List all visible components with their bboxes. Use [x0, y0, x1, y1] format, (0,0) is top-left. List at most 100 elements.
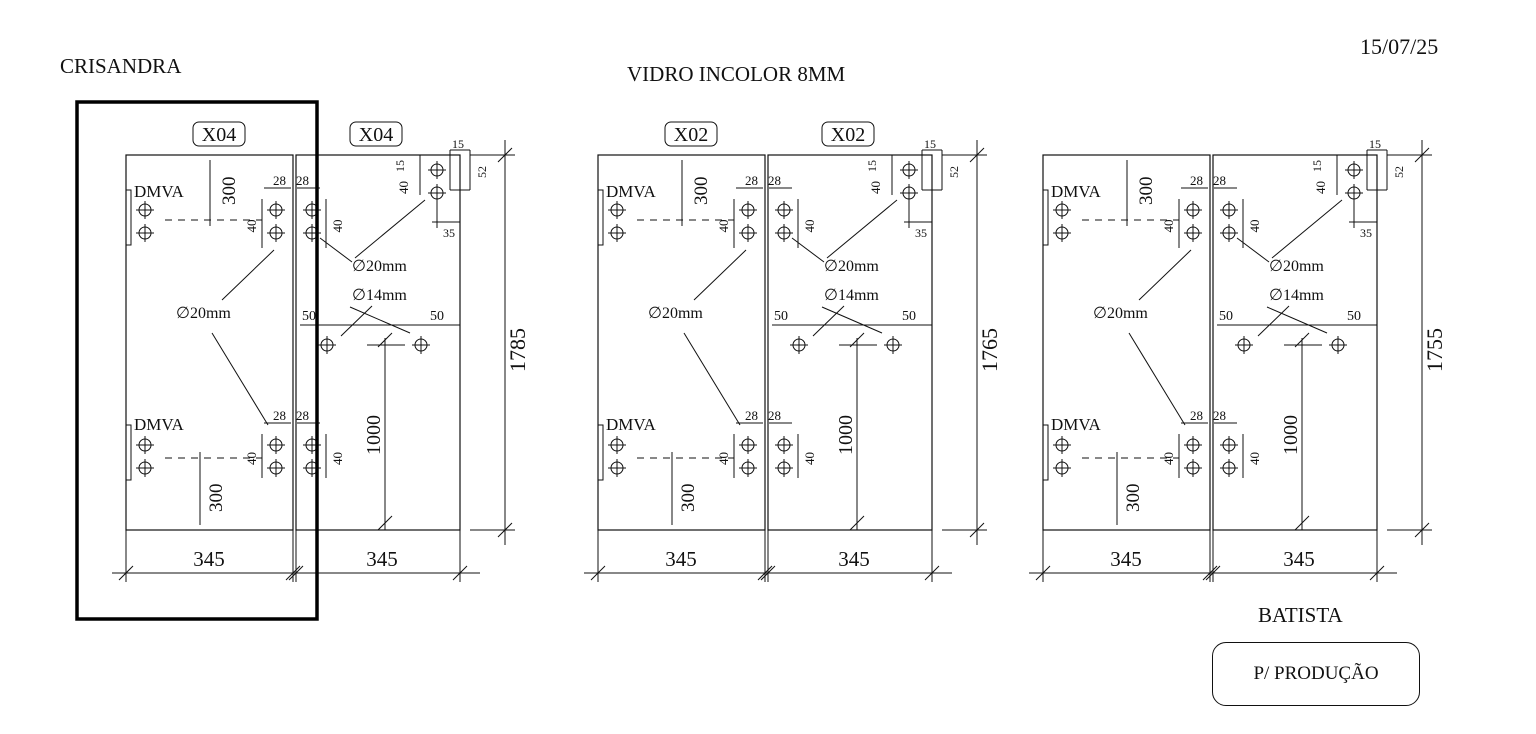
glass-panel-left	[597, 154, 766, 531]
drawing-line	[497, 147, 513, 163]
drawing-line	[1369, 565, 1385, 581]
hole-icon	[1220, 459, 1238, 477]
drawing-date: 15/07/25	[1360, 34, 1439, 59]
hole-icon	[428, 161, 446, 179]
dimension-label: 40	[868, 181, 883, 194]
hole-icon	[1053, 459, 1071, 477]
hole-icon	[739, 224, 757, 242]
glass-panel-right	[1212, 154, 1378, 531]
panel-tag-frame	[192, 121, 246, 147]
dimension-label: 15	[865, 160, 879, 172]
dimension-label: 52	[947, 166, 961, 178]
dimension-label: 15	[393, 160, 407, 172]
dimension-label: 28	[745, 173, 758, 188]
hole-icon	[1053, 201, 1071, 219]
drawing-line	[812, 305, 845, 337]
panel-tag-frame	[664, 121, 718, 147]
panel-tag-frame	[821, 121, 875, 147]
hole-icon	[790, 336, 808, 354]
dimension-label: 35	[915, 226, 927, 240]
dimension-label: 1000	[363, 415, 385, 455]
dimension-label: 15	[1369, 137, 1381, 151]
dimension-label: 300	[1123, 484, 1144, 513]
drawing-line	[791, 237, 825, 263]
glass-panel-right	[767, 154, 933, 531]
panel-notch	[598, 424, 604, 481]
drawing-line	[849, 332, 865, 348]
dimension-label: 345	[665, 547, 697, 571]
hole-icon	[1220, 436, 1238, 454]
dimension-label: 28	[1213, 408, 1226, 423]
dmva-label: DMVA	[606, 182, 656, 201]
drawing-line	[1294, 332, 1310, 348]
dimension-label: 40	[716, 220, 731, 233]
hole-diameter-label: ∅14mm	[824, 287, 879, 304]
selection-frame	[75, 100, 319, 621]
dimension-label: 1000	[1280, 415, 1302, 455]
dmva-label: DMVA	[134, 182, 184, 201]
production-stamp-label: P/ PRODUÇÃO	[1253, 663, 1379, 684]
dimension-label: 40	[244, 220, 259, 233]
dimension-label: 300	[206, 484, 227, 513]
hole-icon	[1184, 459, 1202, 477]
hole-diameter-label: ∅20mm	[176, 305, 231, 322]
drawing-line	[1294, 515, 1310, 531]
hole-icon	[428, 184, 446, 202]
drawing-line	[1138, 249, 1192, 301]
hole-icon	[608, 459, 626, 477]
hole-diameter-label: ∅20mm	[648, 305, 703, 322]
dimension-label: 28	[273, 173, 286, 188]
dimension-label: 28	[768, 173, 781, 188]
drawing-line	[757, 565, 773, 581]
dimension-label: 35	[443, 226, 455, 240]
hole-icon	[739, 201, 757, 219]
hole-icon	[775, 459, 793, 477]
hole-diameter-label: ∅20mm	[1269, 258, 1324, 275]
drawing-line	[211, 332, 269, 426]
drawing-line	[760, 565, 776, 581]
drawing-title: VIDRO INCOLOR 8MM	[627, 62, 846, 86]
dimension-label: 40	[330, 220, 345, 233]
dimension-label: 300	[691, 177, 712, 206]
drawing-line	[1414, 147, 1430, 163]
glass-panel-left	[125, 154, 294, 531]
hole-icon	[1184, 201, 1202, 219]
dimension-label: 50	[902, 309, 916, 324]
glass-panel-right	[295, 154, 461, 531]
hole-icon	[267, 436, 285, 454]
drawing-line	[1205, 565, 1221, 581]
dimension-label: 28	[1213, 173, 1226, 188]
drawing-line	[849, 515, 865, 531]
dimension-label: 28	[296, 408, 309, 423]
drawing-line	[497, 522, 513, 538]
hole-icon	[1345, 161, 1363, 179]
hole-icon	[318, 336, 336, 354]
hole-icon	[136, 459, 154, 477]
dimension-label: 40	[330, 452, 345, 465]
dmva-label: DMVA	[606, 415, 656, 434]
dimension-label: 50	[1219, 309, 1233, 324]
dimension-label: 40	[244, 452, 259, 465]
hole-icon	[884, 336, 902, 354]
dimension-label: 40	[802, 220, 817, 233]
hole-diameter-label: ∅14mm	[352, 287, 407, 304]
drawing-line	[377, 515, 393, 531]
hole-icon	[267, 201, 285, 219]
hole-diameter-label: ∅14mm	[1269, 287, 1324, 304]
dimension-label: 50	[774, 309, 788, 324]
dimension-label: 15	[1310, 160, 1324, 172]
dimension-label: 345	[1283, 547, 1315, 571]
dimension-label: 40	[1247, 452, 1262, 465]
hole-icon	[1220, 201, 1238, 219]
hole-icon	[775, 436, 793, 454]
hole-icon	[775, 201, 793, 219]
hole-icon	[136, 436, 154, 454]
hole-diameter-label: ∅20mm	[824, 258, 879, 275]
drawing-line	[285, 565, 301, 581]
drawing-line	[1257, 305, 1290, 337]
panel-notch	[126, 424, 132, 481]
panel-tag: X02	[674, 124, 708, 146]
drawing-line	[693, 249, 747, 301]
dimension-label: 35	[1360, 226, 1372, 240]
